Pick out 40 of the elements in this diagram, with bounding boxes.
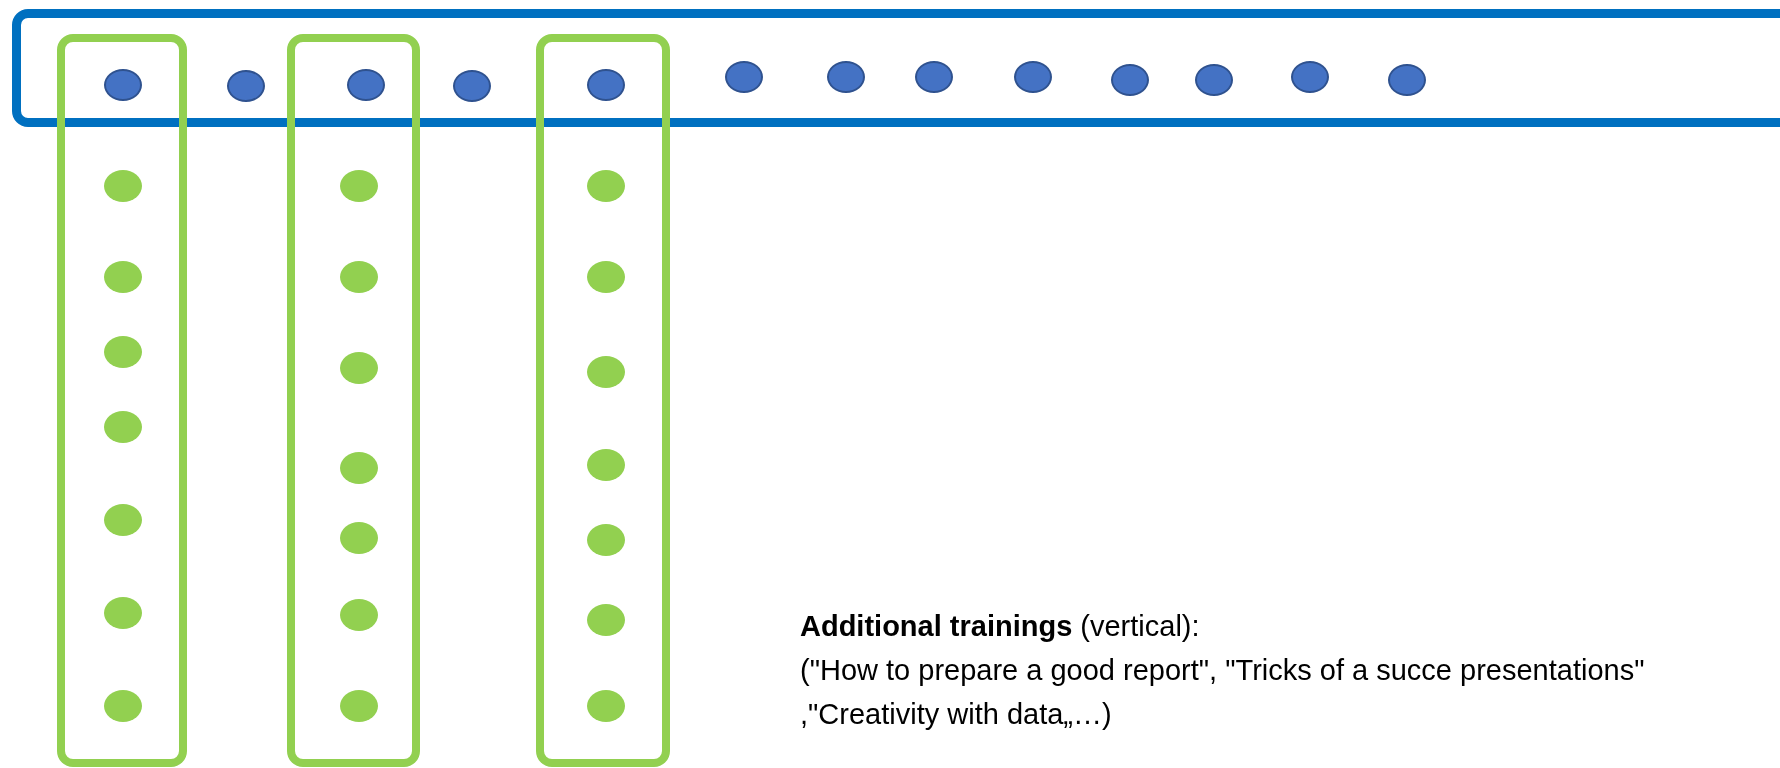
dot: [1194, 64, 1233, 97]
dot: [1387, 64, 1426, 97]
rounded-band: [12, 9, 1780, 128]
dot: [587, 603, 626, 636]
dot: [1014, 61, 1053, 94]
dot: [339, 522, 378, 555]
dot: [339, 260, 378, 293]
dot: [339, 690, 378, 723]
dot: [103, 503, 142, 536]
dot: [587, 69, 626, 102]
dot: [587, 260, 626, 293]
dot: [826, 61, 865, 94]
dot: [103, 597, 142, 629]
dot: [339, 170, 378, 203]
note-heading: Additional trainings (vertical):: [800, 609, 1201, 644]
dot: [724, 61, 763, 94]
dot: [587, 690, 626, 723]
dot: [103, 170, 142, 203]
column-band: [287, 34, 420, 768]
dot: [103, 335, 142, 368]
note-text: ("How to prepare a good report", "Tricks of a succe presentations" ,"Creativity with data„…): [800, 653, 1646, 732]
dot: [339, 451, 378, 484]
dot: [103, 410, 142, 443]
dot: [339, 599, 378, 632]
dot: [587, 356, 626, 389]
dot: [103, 69, 142, 102]
column-band: [56, 34, 188, 768]
dot: [103, 690, 142, 723]
dot: [1291, 61, 1329, 94]
dot: [915, 61, 954, 94]
dot: [453, 70, 492, 103]
dot: [339, 351, 378, 384]
dot: [587, 524, 626, 557]
dot: [227, 70, 266, 103]
column-band: [535, 34, 670, 768]
dot: [1110, 64, 1149, 97]
dot: [587, 449, 626, 482]
dot: [346, 69, 385, 102]
dot: [103, 260, 142, 293]
dot: [587, 170, 626, 203]
